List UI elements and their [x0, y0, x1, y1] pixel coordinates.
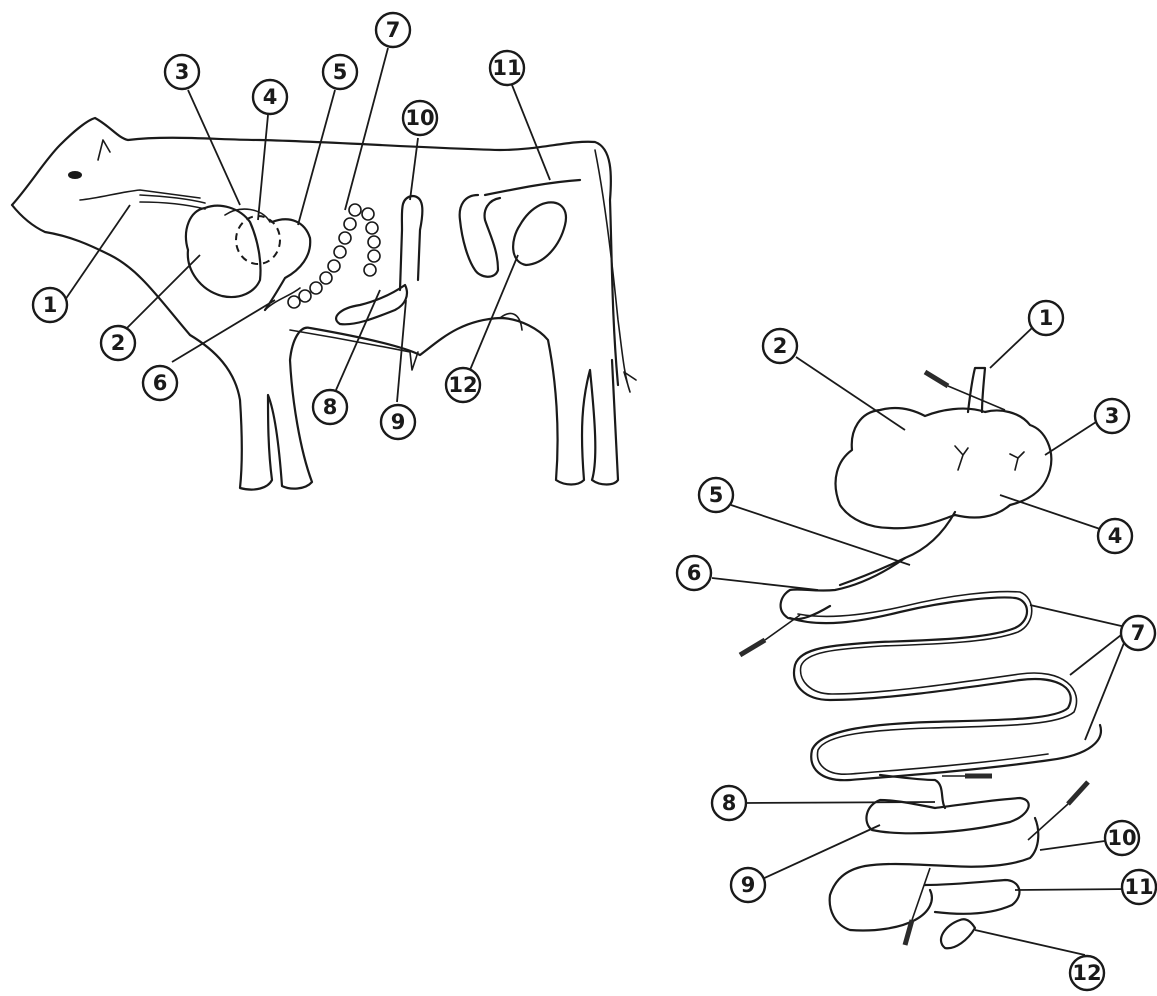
cow-label-11: 11: [490, 51, 524, 85]
tract-label-11: 11: [1122, 870, 1156, 904]
bladder: [513, 202, 566, 265]
tract-label-7: 7: [1121, 616, 1155, 650]
svg-text:12: 12: [1072, 961, 1101, 985]
tract-small-intestine-inner: [798, 592, 1077, 775]
cow-label-6: 6: [143, 366, 177, 400]
tract-label-2: 2: [763, 329, 797, 363]
svg-text:4: 4: [263, 85, 278, 109]
tract-appendage: [941, 919, 975, 948]
svg-text:4: 4: [1108, 524, 1123, 548]
tract-label-6: 6: [677, 556, 711, 590]
cow-label-10: 10: [403, 101, 437, 135]
svg-text:6: 6: [153, 371, 168, 395]
cow-ear: [98, 140, 110, 160]
cow-eye: [68, 171, 82, 179]
svg-text:12: 12: [448, 373, 477, 397]
small-intestine-coils: [288, 204, 380, 308]
tract-label-3: 3: [1095, 399, 1129, 433]
svg-text:9: 9: [391, 410, 406, 434]
tract-label-1: 1: [1029, 301, 1063, 335]
svg-text:1: 1: [1039, 306, 1054, 330]
tract-label-9: 9: [731, 868, 765, 902]
tract-leader-lines: [712, 328, 1132, 955]
cow-label-4: 4: [253, 80, 287, 114]
cow-label-7: 7: [376, 13, 410, 47]
cow-label-12: 12: [446, 368, 480, 402]
svg-text:5: 5: [333, 60, 348, 84]
cow-label-5: 5: [323, 55, 357, 89]
svg-text:10: 10: [1107, 826, 1136, 850]
tract-oesophagus: [968, 368, 985, 412]
cow-label-9: 9: [381, 405, 415, 439]
tract-label-12: 12: [1070, 956, 1104, 990]
tract-caecum: [866, 798, 1028, 833]
tract-duodenum: [840, 512, 955, 585]
tract-stomach: [836, 408, 1052, 528]
cow-callouts: 1 2 3 4 5 6 7 8 9 10 11 12: [33, 13, 524, 439]
cow-diagram: [12, 118, 636, 490]
caecum: [336, 285, 407, 324]
svg-text:8: 8: [722, 791, 737, 815]
svg-text:7: 7: [1131, 621, 1146, 645]
svg-text:8: 8: [323, 395, 338, 419]
svg-text:3: 3: [175, 60, 190, 84]
svg-text:2: 2: [111, 331, 126, 355]
svg-text:11: 11: [492, 56, 521, 80]
cow-label-1: 1: [33, 288, 67, 322]
svg-text:10: 10: [405, 106, 434, 130]
svg-text:11: 11: [1124, 875, 1153, 899]
spiral-colon: [460, 195, 500, 277]
duodenum: [265, 288, 300, 310]
svg-text:9: 9: [741, 873, 756, 897]
tract-diagram: [740, 368, 1101, 948]
rumen: [186, 206, 261, 297]
tract-label-8: 8: [712, 786, 746, 820]
cow-outline: [12, 118, 618, 490]
svg-text:6: 6: [687, 561, 702, 585]
svg-text:3: 3: [1105, 404, 1120, 428]
svg-text:1: 1: [43, 293, 58, 317]
tract-clamps: [740, 372, 1088, 945]
svg-text:5: 5: [709, 483, 724, 507]
tract-small-intestine-loops: [790, 598, 1101, 781]
cow-label-8: 8: [313, 390, 347, 424]
cow-label-2: 2: [101, 326, 135, 360]
tract-rectum: [925, 880, 1019, 914]
colon-loop: [400, 196, 422, 290]
tract-label-5: 5: [699, 478, 733, 512]
cow-label-3: 3: [165, 55, 199, 89]
tract-callouts: 1 2 3 4 5 6 7 8 9 10 11 12: [677, 301, 1156, 990]
svg-text:2: 2: [773, 334, 788, 358]
cow-leader-lines: [65, 48, 550, 402]
omasum: [236, 216, 280, 264]
tract-colon: [830, 818, 1039, 931]
svg-text:7: 7: [386, 18, 401, 42]
rectum: [485, 180, 580, 195]
tract-stomach-fold-2: [1010, 452, 1024, 470]
tract-stomach-fold-1: [955, 446, 968, 470]
tract-label-10: 10: [1105, 821, 1139, 855]
tract-label-4: 4: [1098, 519, 1132, 553]
